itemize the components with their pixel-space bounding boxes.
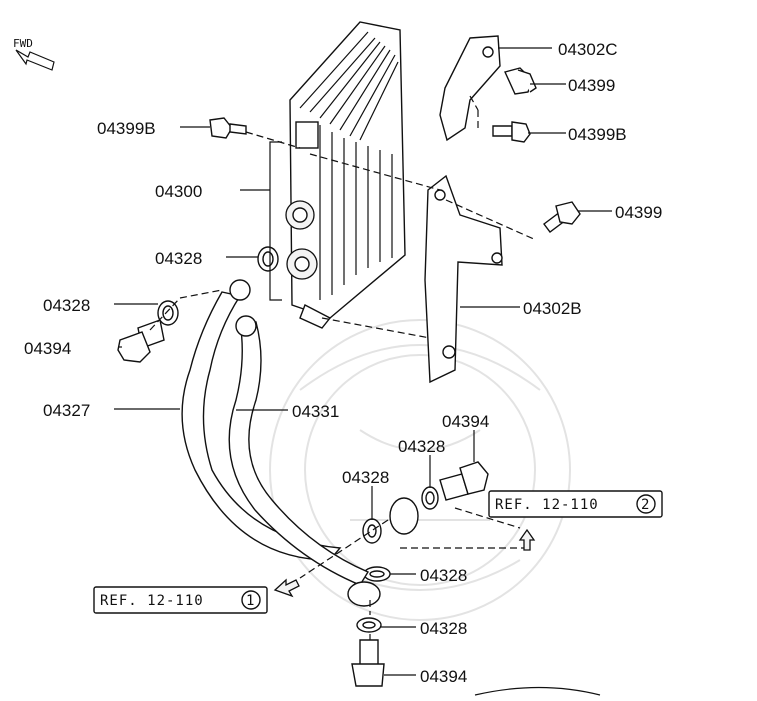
washer-lower-d bbox=[356, 617, 382, 633]
bolt-04399-mid bbox=[543, 201, 581, 233]
fwd-indicator: FWD bbox=[13, 37, 55, 71]
callout-label: 04394 bbox=[442, 412, 489, 431]
callout-label: 04302C bbox=[558, 40, 618, 59]
bolt-04399-upper bbox=[504, 67, 537, 95]
bolt-04399b-right bbox=[492, 121, 531, 143]
arrow-left-icon bbox=[273, 578, 300, 598]
bolt-04399b-left bbox=[209, 117, 247, 139]
callout-label: 04328 bbox=[398, 437, 445, 456]
hose-04331 bbox=[228, 315, 419, 607]
callout-label: 04328 bbox=[43, 296, 90, 315]
washer-lower-b bbox=[362, 518, 382, 544]
callout-label: 04399B bbox=[97, 119, 156, 138]
callout-label: 04328 bbox=[420, 619, 467, 638]
washer-upper-a bbox=[257, 246, 279, 272]
bracket-04302b bbox=[424, 174, 503, 384]
arrow-up-icon bbox=[518, 528, 536, 551]
callout-label: 04331 bbox=[292, 402, 339, 421]
callout-label: 04328 bbox=[155, 249, 202, 268]
reference-text: REF. 12-110 bbox=[100, 593, 204, 609]
callout-label: 04394 bbox=[24, 339, 71, 358]
reference-number: 2 bbox=[641, 497, 650, 513]
bracket-04302c bbox=[439, 35, 501, 142]
callout-label: 04302B bbox=[523, 299, 582, 318]
washer-lower-a bbox=[421, 486, 439, 510]
oil-cooler-core bbox=[285, 21, 406, 329]
callout-label: 04300 bbox=[155, 182, 202, 201]
reference-box-1[interactable]: REF. 12-110 1 bbox=[93, 586, 268, 614]
reference-box-2[interactable]: REF. 12-110 2 bbox=[488, 490, 663, 518]
banjo-bolt-upper bbox=[117, 319, 165, 363]
fwd-label: FWD bbox=[13, 37, 33, 50]
watermark-emblem bbox=[269, 319, 571, 621]
callout-labels: 04302C 04399 04399B 04399B 04300 04399 0… bbox=[24, 40, 662, 686]
washer-lower-c bbox=[363, 566, 391, 582]
callout-label: 04394 bbox=[420, 667, 467, 686]
reference-text: REF. 12-110 bbox=[495, 497, 599, 513]
callout-label: 04399B bbox=[568, 125, 627, 144]
banjo-bolt-lower bbox=[351, 639, 385, 687]
callout-label: 04399 bbox=[615, 203, 662, 222]
callout-label: 04327 bbox=[43, 401, 90, 420]
callout-label: 04328 bbox=[342, 468, 389, 487]
callout-label: 04399 bbox=[568, 76, 615, 95]
reference-number: 1 bbox=[246, 593, 255, 609]
callout-label: 04328 bbox=[420, 566, 467, 585]
banjo-bolt-lower-right bbox=[439, 461, 489, 501]
leader-lines bbox=[114, 47, 612, 696]
fwd-arrow-icon bbox=[15, 49, 55, 71]
washer-upper-b bbox=[157, 300, 179, 326]
